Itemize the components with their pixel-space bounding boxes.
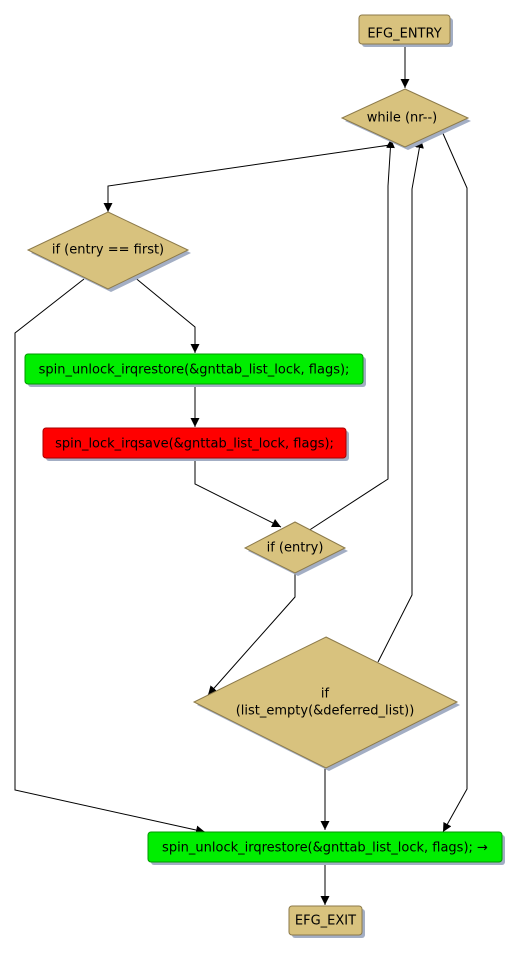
if-first-decision: if (entry == first) [26, 211, 191, 292]
unlock-2-label: spin_unlock_irqrestore(&gnttab_list_lock… [162, 841, 488, 856]
entry-node: EFG_ENTRY [358, 14, 453, 47]
unlock-statement-2: spin_unlock_irqrestore(&gnttab_list_lock… [147, 831, 505, 865]
exit-node: EFG_EXIT [288, 905, 365, 938]
edge-lock-to-if-entry [194, 457, 282, 528]
if-first-label: if (entry == first) [52, 243, 164, 258]
edge-while-to-if-first [103, 144, 391, 212]
unlock-1-label: spin_unlock_irqrestore(&gnttab_list_lock… [39, 363, 350, 378]
if-empty-label-line1: if [321, 687, 330, 702]
edge-if-first-to-unlock2 [14, 278, 206, 835]
exit-label: EFG_EXIT [295, 914, 356, 929]
edge-if-entry-to-if-empty [207, 572, 296, 696]
edge-if-empty-to-while [377, 138, 424, 663]
edge-if-first-to-unlock1 [132, 275, 200, 353]
entry-label: EFG_ENTRY [367, 27, 441, 42]
if-entry-decision: if (entry) [243, 521, 348, 576]
lock-label: spin_lock_irqsave(&gnttab_list_lock, fla… [55, 437, 334, 452]
edge-while-exit-to-unlock2 [440, 128, 468, 833]
unlock-statement-1: spin_unlock_irqrestore(&gnttab_list_lock… [24, 353, 366, 387]
if-empty-decision: if (list_empty(&deferred_list)) [192, 636, 460, 771]
while-label: while (nr--) [367, 111, 438, 126]
lock-statement: spin_lock_irqsave(&gnttab_list_lock, fla… [42, 427, 349, 461]
if-empty-label-line2: (list_empty(&deferred_list)) [236, 704, 415, 719]
while-decision: while (nr--) [340, 88, 471, 150]
edges [14, 45, 468, 905]
if-entry-label: if (entry) [267, 541, 324, 556]
edge-if-entry-to-while [307, 138, 395, 532]
